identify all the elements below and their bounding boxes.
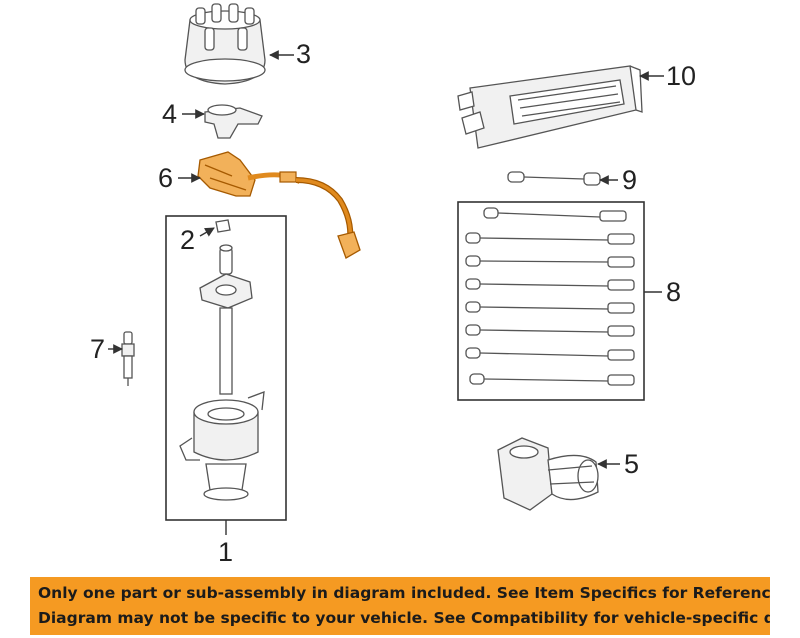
part-9-coil-wire[interactable]: [507, 171, 601, 186]
callout-9: 9: [622, 165, 638, 195]
callout-4: 4: [162, 99, 178, 129]
part-8-wire-set[interactable]: [465, 207, 635, 386]
parts-diagram: [108, 3, 664, 535]
part-8-group-box: [457, 201, 645, 401]
part-5-ignition-coil[interactable]: [497, 437, 599, 511]
callout-5: 5: [624, 449, 640, 479]
callout-8: 8: [666, 277, 682, 307]
disclaimer-line-1: Only one part or sub-assembly in diagram…: [38, 584, 770, 602]
callout-3: 3: [296, 39, 312, 69]
callout-1: 1: [218, 537, 234, 567]
callout-10: 10: [666, 61, 697, 91]
part-3-distributor-cap[interactable]: [184, 3, 266, 85]
part-6-wiring-harness[interactable]: [197, 151, 361, 259]
callout-2: 2: [180, 225, 196, 255]
disclaimer-line-2: Diagram may not be specific to your vehi…: [38, 609, 770, 627]
part-1-distributor[interactable]: [179, 244, 265, 501]
callout-7: 7: [90, 334, 106, 364]
part-7-spark-plug[interactable]: [121, 331, 135, 386]
part-4-rotor[interactable]: [204, 104, 263, 139]
part-10-control-module[interactable]: [457, 65, 643, 149]
callout-6: 6: [158, 163, 174, 193]
part-2-bushing[interactable]: [215, 219, 231, 233]
disclaimer-banner: Only one part or sub-assembly in diagram…: [30, 577, 770, 635]
leader-2: [199, 227, 215, 237]
